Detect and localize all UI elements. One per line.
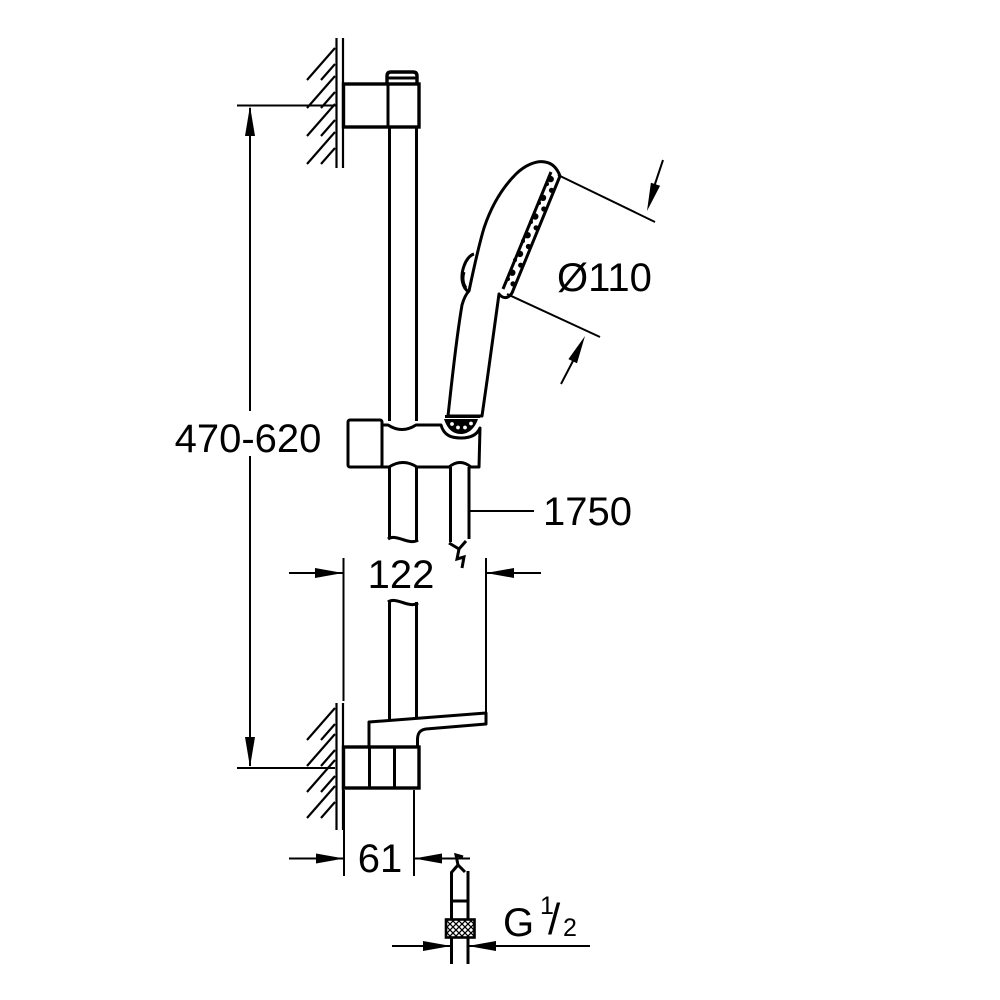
holder-width-label: 122 bbox=[368, 553, 435, 597]
thread-denominator-label: 2 bbox=[563, 914, 577, 942]
wall-mount-bracket-top bbox=[341, 70, 421, 129]
dimension-bracket-offset: 61 bbox=[289, 790, 470, 881]
dimension-thread-size: G 1 / 2 bbox=[392, 892, 590, 951]
rail-height-label: 470-620 bbox=[175, 417, 322, 461]
bottom-bracket-shelf bbox=[341, 711, 488, 790]
thread-slash-label: / bbox=[548, 895, 561, 944]
hose-break-mark bbox=[448, 540, 468, 551]
hose-length-label: 1750 bbox=[543, 490, 632, 534]
shower-hose-upper bbox=[448, 467, 471, 569]
shower-mode-button-inner bbox=[461, 271, 468, 289]
shower-rail bbox=[387, 127, 419, 747]
hose-break-tail-bottom bbox=[454, 852, 464, 866]
spray-face-inner-edge bbox=[501, 171, 553, 290]
dimension-hose-length: 1750 bbox=[470, 490, 632, 534]
bracket-offset-label: 61 bbox=[358, 837, 403, 881]
dimension-holder-width: 122 bbox=[289, 553, 541, 712]
hand-shower bbox=[444, 160, 562, 434]
handle-cone-nut bbox=[444, 415, 480, 434]
hose-break-tail bbox=[455, 548, 466, 569]
thread-numerator-label: 1 bbox=[540, 892, 554, 920]
wall-hatching-bottom bbox=[306, 703, 345, 830]
rail-break-upper bbox=[387, 535, 419, 544]
shower-holder-slider bbox=[346, 418, 482, 469]
knurled-nut bbox=[444, 918, 476, 939]
hose-end-connector bbox=[444, 852, 476, 964]
shelf bbox=[367, 711, 488, 749]
hose-break-mark-bottom bbox=[449, 862, 467, 874]
rail-break-lower bbox=[387, 598, 419, 607]
head-diameter-label: Ø110 bbox=[557, 256, 652, 300]
bracket-body bbox=[341, 745, 421, 790]
wall-hatching-top bbox=[306, 38, 345, 168]
dimension-rail-height: 470-620 bbox=[175, 104, 336, 769]
spray-nozzle-dots bbox=[506, 175, 555, 287]
thread-g-label: G bbox=[503, 901, 534, 945]
dimension-head-diameter: Ø110 bbox=[506, 159, 664, 385]
